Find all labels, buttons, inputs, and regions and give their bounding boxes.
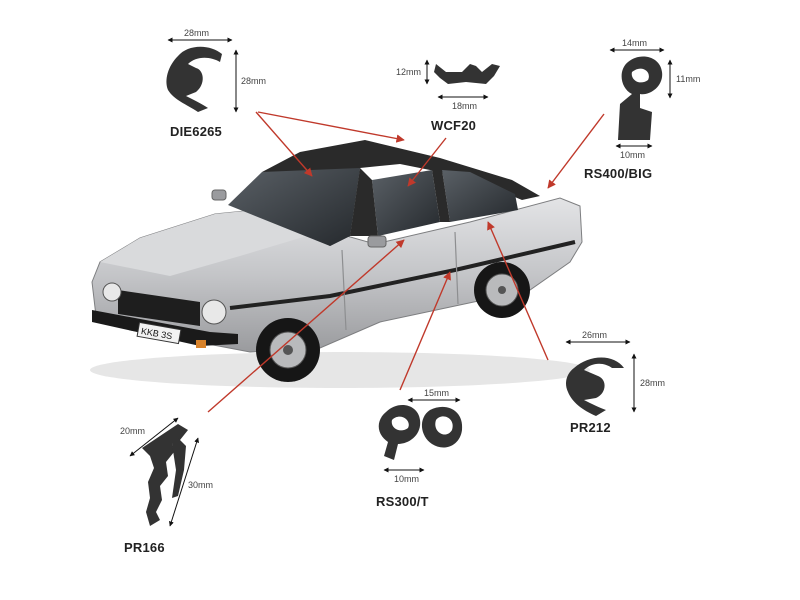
dimension-lines <box>129 37 673 527</box>
seal-profile-pr166 <box>142 424 188 526</box>
rs300-dim-base: 10mm <box>394 474 420 484</box>
leader-die6265-windscreen <box>255 111 313 177</box>
seal-label-pr212: PR212 <box>570 420 611 435</box>
leader-pr212 <box>487 221 549 361</box>
pr212-dim-width: 26mm <box>582 330 608 340</box>
leader-rs300-t <box>399 271 451 391</box>
leader-rs400-big <box>547 113 605 189</box>
leader-pr166 <box>207 239 405 413</box>
leader-arrows <box>207 111 605 413</box>
car-indicator <box>196 340 206 348</box>
seal-profile-wcf20 <box>434 64 500 84</box>
pr212-dim-height: 28mm <box>640 378 666 388</box>
rs400-dim-width: 14mm <box>622 38 648 48</box>
rs300-dim-width: 15mm <box>424 388 450 398</box>
car-shadow <box>90 352 590 388</box>
wcf20-dim-width: 18mm <box>452 101 478 111</box>
car-headlight-left <box>102 282 122 302</box>
seal-profile-die6265 <box>166 46 222 112</box>
leader-die6265-roof <box>257 111 405 143</box>
car-rear-window <box>442 170 518 222</box>
die6265-dim-height: 28mm <box>241 76 267 86</box>
car-rear-wheel <box>474 262 530 318</box>
seal-profile-rs300-t <box>378 405 463 460</box>
rs400-dim-base: 10mm <box>620 150 646 160</box>
car-hood <box>100 210 320 276</box>
car-windscreen <box>228 168 360 246</box>
seal-label-rs400-big: RS400/BIG <box>584 166 653 181</box>
wcf20-dim-height: 12mm <box>396 67 422 77</box>
car-front-wheel <box>256 318 320 382</box>
car-number-plate <box>136 321 182 345</box>
car-door-window <box>372 170 440 236</box>
car-wing-mirror <box>211 189 227 201</box>
car-side-mirror <box>367 235 387 248</box>
pr166-dim-height: 30mm <box>188 480 214 490</box>
pr166-dim-width: 20mm <box>120 426 146 436</box>
seal-label-pr166: PR166 <box>124 540 165 555</box>
seal-label-wcf20: WCF20 <box>431 118 477 133</box>
car-side-stripe <box>229 240 576 310</box>
rs400-dim-height: 11mm <box>676 74 701 84</box>
seal-profile-pr212 <box>566 357 624 416</box>
car-grille <box>118 290 200 326</box>
car-illustration: KKB 3S <box>90 140 590 388</box>
seal-profile-rs400-big <box>618 56 663 140</box>
seal-label-rs300-t: RS300/T <box>376 494 429 509</box>
seal-label-die6265: DIE6265 <box>170 124 222 139</box>
leader-wcf20 <box>407 137 447 187</box>
die6265-dim-width: 28mm <box>184 28 210 38</box>
car-headlight-right <box>201 299 227 325</box>
